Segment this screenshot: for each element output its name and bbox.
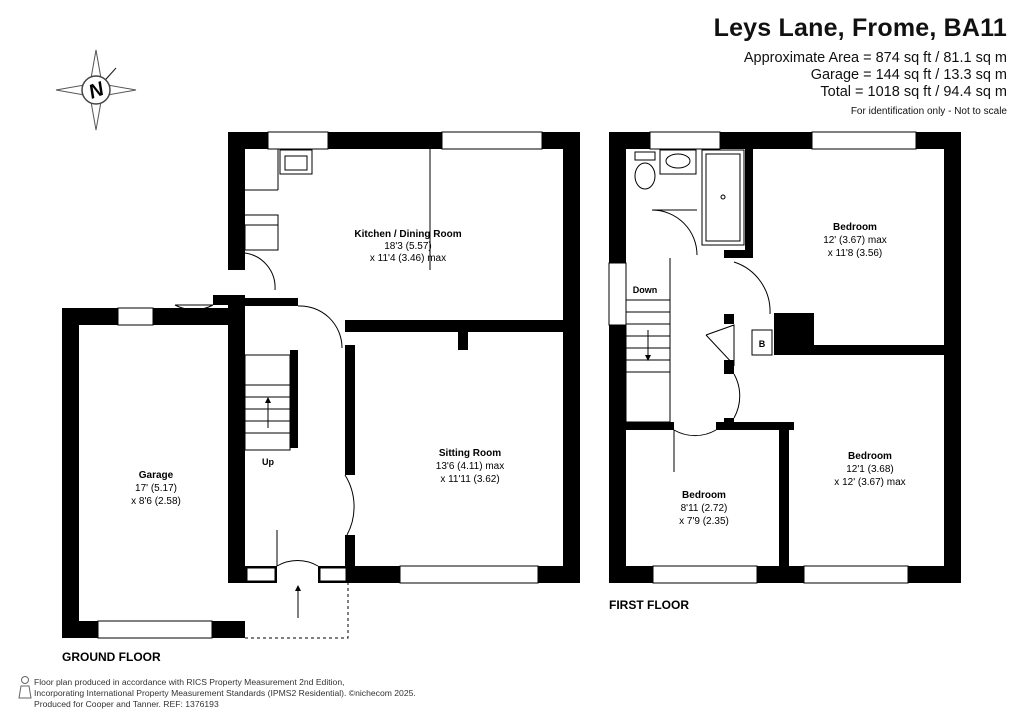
garage-area: Garage = 144 sq ft / 13.3 sq m bbox=[810, 67, 1007, 83]
room-dim1-garage: 17' (5.17) bbox=[135, 483, 177, 494]
ground-floor-plan bbox=[62, 132, 580, 638]
footer-line-1: Floor plan produced in accordance with R… bbox=[34, 677, 345, 687]
room-dim2-kitchen: x 11'4 (3.46) max bbox=[370, 253, 446, 264]
room-dim2-bedroom-1: x 11'8 (3.56) bbox=[828, 248, 883, 259]
footer-line-2: Incorporating International Property Mea… bbox=[34, 688, 416, 698]
room-dim1-kitchen: 18'3 (5.57) bbox=[384, 241, 432, 252]
ground-floor-fixtures bbox=[174, 149, 431, 639]
room-name-bedroom-1: Bedroom bbox=[833, 222, 877, 233]
room-name-sitting: Sitting Room bbox=[439, 448, 501, 459]
first-floor-plan bbox=[609, 132, 961, 583]
stairs-up-label: Up bbox=[262, 457, 274, 467]
room-name-bedroom-2: Bedroom bbox=[848, 451, 892, 462]
room-dim2-bedroom-2: x 12' (3.67) max bbox=[834, 477, 905, 488]
ground-floor-label: GROUND FLOOR bbox=[62, 650, 161, 664]
first-floor-fixtures bbox=[625, 149, 773, 472]
total-area: Total = 1018 sq ft / 94.4 sq m bbox=[820, 84, 1007, 100]
room-dim2-bedroom-3: x 7'9 (2.35) bbox=[679, 516, 729, 527]
footer-text: Floor plan produced in accordance with R… bbox=[34, 677, 416, 710]
boiler-label: B bbox=[759, 339, 766, 349]
property-title: Leys Lane, Frome, BA11 bbox=[713, 14, 1007, 42]
nichecom-logo-icon bbox=[18, 676, 32, 699]
ground-floor-windows bbox=[97, 131, 543, 639]
room-dim2-sitting: x 11'11 (3.62) bbox=[440, 474, 499, 485]
room-name-bedroom-3: Bedroom bbox=[682, 490, 726, 501]
footer-line-3: Produced for Cooper and Tanner. REF: 137… bbox=[34, 699, 219, 709]
room-name-garage: Garage bbox=[139, 470, 174, 481]
compass-rose-icon: N bbox=[55, 49, 137, 131]
room-dim1-bedroom-3: 8'11 (2.72) bbox=[681, 503, 728, 514]
stairs-down-label: Down bbox=[633, 285, 658, 295]
room-dim1-sitting: 13'6 (4.11) max bbox=[436, 461, 504, 472]
identification-note: For identification only - Not to scale bbox=[850, 106, 1007, 117]
room-dim1-bedroom-2: 12'1 (3.68) bbox=[846, 464, 894, 475]
first-floor-windows bbox=[608, 131, 917, 584]
room-name-kitchen: Kitchen / Dining Room bbox=[354, 229, 461, 240]
approximate-area: Approximate Area = 874 sq ft / 81.1 sq m bbox=[743, 50, 1007, 66]
room-dim1-bedroom-1: 12' (3.67) max bbox=[823, 235, 887, 246]
first-floor-label: FIRST FLOOR bbox=[609, 598, 689, 612]
room-dim2-garage: x 8'6 (2.58) bbox=[131, 496, 181, 507]
